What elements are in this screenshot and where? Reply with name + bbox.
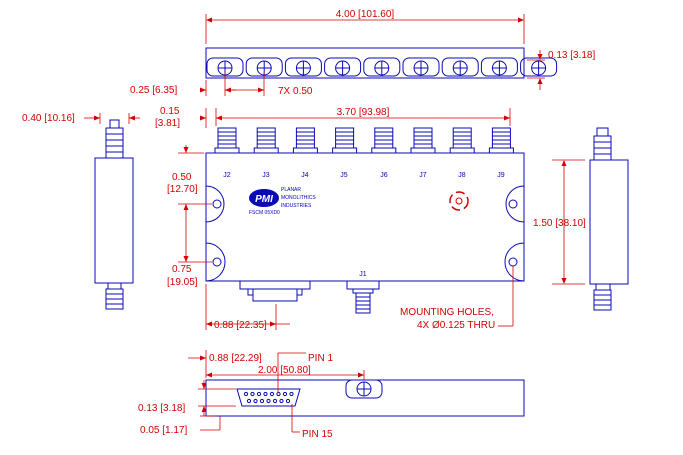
pin-label-j7: J7	[419, 172, 427, 179]
dim-hole-bottom-1: 0.75	[172, 264, 192, 275]
dim-side-length: 2.00 [50.80]	[258, 365, 311, 376]
dim-body-height: 1.50 [38.10]	[533, 218, 586, 229]
pmi-logo: PMI PLANAR MONOLITHICS INDUSTRIES FSCM 0…	[249, 187, 316, 216]
dim-side-dsub-offset: 0.88 [22.29]	[209, 353, 262, 364]
logo-line2: MONOLITHICS	[281, 195, 316, 201]
top-view-body	[205, 47, 525, 79]
sma-connector	[292, 127, 318, 154]
bottom-side-view	[205, 379, 525, 417]
dim-top-height: 0.13 [3.18]	[548, 50, 595, 61]
mounting-hole	[212, 199, 222, 209]
note-pin1: PIN 1	[308, 353, 333, 364]
front-view-sma-connectors	[214, 127, 514, 154]
front-view: J2 J3 J4 J5 J6 J7 J8 J9 J1 PMI PLANAR MO…	[205, 127, 525, 314]
dim-first-offset: 0.15	[160, 106, 180, 117]
dim-overall-length: 4.00 [101.60]	[336, 9, 395, 20]
dim-hole-top-1-mm: [12.70]	[167, 184, 198, 195]
pin-label-j5: J5	[340, 172, 348, 179]
pin-label-j4: J4	[301, 172, 309, 179]
dim-left-offset: 0.25 [6.35]	[130, 85, 177, 96]
dim-mounting-span: 3.70 [93.98]	[337, 107, 390, 118]
dim-hole-bottom-1-mm: [19.05]	[167, 277, 198, 288]
connector-boss	[402, 57, 440, 77]
connector-boss	[441, 57, 479, 77]
mounting-hole	[508, 199, 518, 209]
sma-connector	[253, 127, 279, 154]
sma-connector	[214, 127, 240, 154]
sma-connector	[449, 127, 475, 154]
left-side-view	[94, 119, 134, 310]
right-side-view	[589, 127, 629, 311]
top-view-connector-bosses	[206, 57, 558, 77]
connector-boss	[520, 57, 558, 77]
note-pin15: PIN 15	[302, 429, 333, 440]
top-dimensions: 4.00 [101.60] 0.13 [3.18] 0.25 [6.35] 7X…	[130, 9, 595, 97]
j1-sma-connector	[346, 280, 380, 314]
pin-label-j2: J2	[223, 172, 231, 179]
logo-line1: PLANAR	[281, 187, 301, 193]
pin-label-j3: J3	[262, 172, 270, 179]
dim-side-bottom: 0.05 [1.17]	[140, 425, 187, 436]
dim-side-height: 0.13 [3.18]	[138, 403, 185, 414]
logo-line3: INDUSTRIES	[281, 203, 312, 209]
dsub-connector	[239, 280, 311, 302]
pmi-logo-icon	[249, 189, 279, 207]
sma-connector	[371, 127, 397, 154]
connector-boss	[480, 57, 518, 77]
top-view	[205, 47, 558, 79]
dim-first-offset-mm: [3.81]	[155, 118, 180, 129]
dim-hole-top-1: 0.50	[172, 172, 192, 183]
sma-connector	[488, 127, 514, 154]
right-dimensions: 1.50 [38.10]	[533, 159, 586, 285]
pin-label-j8: J8	[458, 172, 466, 179]
front-dimensions: 3.70 [93.98] 0.15 [3.81] 0.50 [12.70] 0.…	[155, 106, 514, 331]
connector-boss	[363, 57, 401, 77]
recycle-icon	[449, 191, 469, 211]
pin-label-j9: J9	[497, 172, 505, 179]
pin-labels: J2 J3 J4 J5 J6 J7 J8 J9 J1	[223, 172, 505, 278]
pin-label-j6: J6	[380, 172, 388, 179]
mounting-hole	[212, 257, 222, 267]
pmi-logo-mark: PMI	[255, 194, 273, 205]
left-dimensions: 0.40 [10.16]	[22, 113, 140, 124]
bottom-dimensions: 0.88 [22.29] PIN 1 2.00 [50.80] 0.13 [3.…	[138, 350, 365, 440]
dsub-face	[236, 388, 301, 407]
note-mounting-holes-line1: MOUNTING HOLES,	[400, 307, 494, 318]
connector-boss	[324, 57, 362, 77]
dim-connector-pitch: 7X 0.50	[278, 86, 313, 97]
connector-boss	[284, 57, 322, 77]
dim-connector-height: 0.40 [10.16]	[22, 113, 75, 124]
note-mounting-holes-line2: 4X Ø0.125 THRU	[417, 320, 495, 331]
pin-label-j1: J1	[359, 271, 367, 278]
dim-dsub-offset: 0.88 [22.35]	[214, 320, 267, 331]
logo-fscm-code: FSCM 05XD0	[249, 210, 280, 216]
sma-connector	[410, 127, 436, 154]
front-view-body	[205, 152, 525, 282]
sma-connector	[332, 127, 358, 154]
